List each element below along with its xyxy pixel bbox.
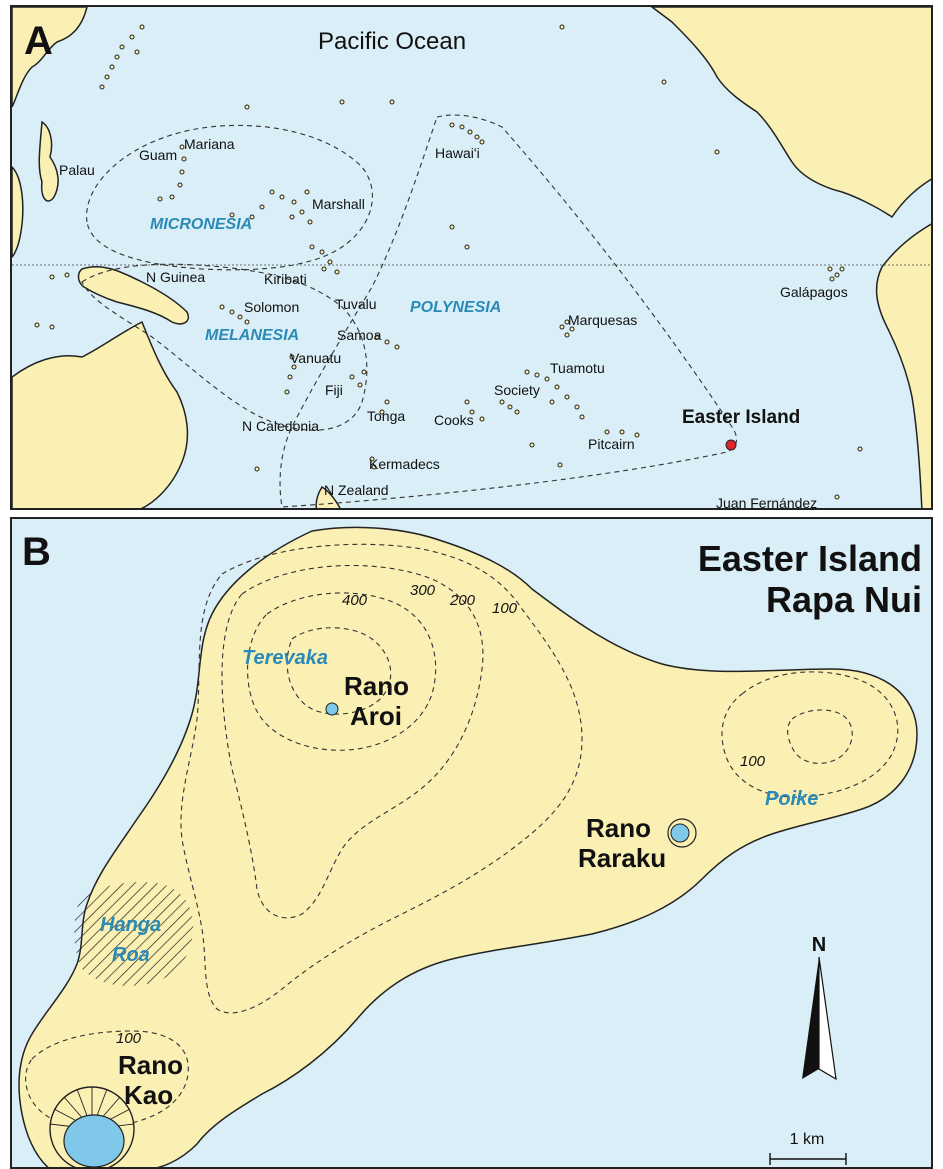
- south-america: [875, 223, 931, 508]
- rano-raraku-crater[interactable]: [667, 818, 697, 848]
- label-rano-aroi-1: Rano: [344, 671, 409, 701]
- contour-label-100-north: 100: [492, 600, 518, 617]
- label-marshall: Marshall: [312, 196, 365, 212]
- label-fiji: Fiji: [325, 382, 343, 398]
- label-n-guinea: N Guinea: [146, 269, 205, 285]
- philippines: [38, 120, 59, 202]
- contour-label-100-poike: 100: [740, 753, 766, 770]
- island-title-line1: Easter Island: [698, 538, 922, 579]
- panel-a-letter: A: [24, 19, 53, 63]
- label-hanga: Hanga: [100, 914, 161, 936]
- label-mariana: Mariana: [184, 136, 235, 152]
- label-guam: Guam: [139, 147, 177, 163]
- label-marquesas: Marquesas: [568, 312, 637, 328]
- contour-label-300: 300: [410, 582, 436, 599]
- label-rano-kao-1: Rano: [118, 1050, 183, 1080]
- new-guinea: [77, 265, 189, 325]
- region-polynesia: POLYNESIA: [410, 299, 501, 316]
- label-solomon: Solomon: [244, 299, 299, 315]
- label-rano-raraku-2: Raraku: [578, 843, 666, 873]
- label-rano-kao-2: Kao: [124, 1080, 173, 1110]
- ocean-label: Pacific Ocean: [318, 28, 466, 55]
- label-tuamotu: Tuamotu: [550, 360, 605, 376]
- contour-200: [221, 565, 484, 919]
- panel-b-letter: B: [22, 530, 51, 574]
- island-title-line2: Rapa Nui: [766, 579, 922, 620]
- label-n-zealand: N Zealand: [324, 482, 389, 498]
- hanga-roa-hatch: [74, 882, 194, 986]
- label-roa: Roa: [112, 944, 150, 966]
- easter-island-marker[interactable]: [725, 439, 737, 451]
- contour-poike-100: [721, 671, 899, 798]
- north-arrow-icon: N: [802, 934, 837, 1081]
- label-tonga: Tonga: [367, 408, 405, 424]
- label-juan-fernandez: Juan Fernández: [716, 495, 817, 510]
- easter-island-svg: B Easter Island Rapa Nui Terevaka Poike …: [18, 526, 922, 1169]
- label-galapagos: Galápagos: [780, 284, 848, 300]
- label-cooks: Cooks: [434, 412, 474, 428]
- label-palau: Palau: [59, 162, 95, 178]
- contour-label-200: 200: [449, 592, 476, 609]
- polynesia-boundary: [279, 114, 738, 508]
- label-n-caledonia: N Caledonia: [242, 418, 319, 434]
- contour-poike-inner: [787, 709, 853, 764]
- north-label: N: [812, 934, 826, 956]
- contour-400: [286, 627, 392, 715]
- label-kiribati: Kiribati: [264, 271, 307, 287]
- label-tuvalu: Tuvalu: [335, 296, 377, 312]
- easter-island-land[interactable]: [18, 526, 918, 1169]
- borneo: [12, 165, 24, 259]
- new-zealand: [315, 485, 341, 508]
- rano-aroi-lake[interactable]: [325, 702, 339, 716]
- contour-kao-100: [25, 1030, 189, 1128]
- label-rano-aroi-2: Aroi: [350, 701, 402, 731]
- label-pitcairn: Pitcairn: [588, 436, 635, 452]
- label-vanuatu: Vanuatu: [290, 350, 341, 366]
- panel-b-easter-island-map: B Easter Island Rapa Nui Terevaka Poike …: [10, 517, 933, 1169]
- scale-bar: 1 km: [769, 1131, 847, 1165]
- melanesia-boundary: [81, 263, 368, 431]
- island-dots: [34, 24, 863, 500]
- label-society: Society: [494, 382, 540, 398]
- scale-label: 1 km: [790, 1131, 825, 1148]
- contour-100-main: [180, 543, 583, 1014]
- label-rano-raraku-1: Rano: [586, 813, 651, 843]
- label-samoa: Samoa: [337, 327, 382, 343]
- micronesia-boundary: [86, 124, 373, 271]
- label-poike: Poike: [765, 788, 818, 810]
- rano-kao-crater[interactable]: [49, 1086, 135, 1169]
- asia-coast: [12, 7, 88, 108]
- australia: [12, 320, 189, 508]
- label-terevaka: Terevaka: [242, 647, 328, 669]
- region-melanesia: MELANESIA: [205, 327, 299, 344]
- region-micronesia: MICRONESIA: [150, 216, 252, 233]
- label-hawaii: Hawai'i: [435, 145, 480, 161]
- contour-label-100-kao: 100: [116, 1030, 142, 1047]
- pacific-map-svg: A Pacific Ocean MICRONESIA MELANESIA POL…: [12, 7, 931, 510]
- label-kermadecs: Kermadecs: [369, 456, 440, 472]
- label-easter-island: Easter Island: [682, 407, 800, 428]
- north-america: [650, 7, 931, 219]
- panel-a-pacific-map: A Pacific Ocean MICRONESIA MELANESIA POL…: [10, 5, 933, 510]
- contour-label-400: 400: [342, 592, 368, 609]
